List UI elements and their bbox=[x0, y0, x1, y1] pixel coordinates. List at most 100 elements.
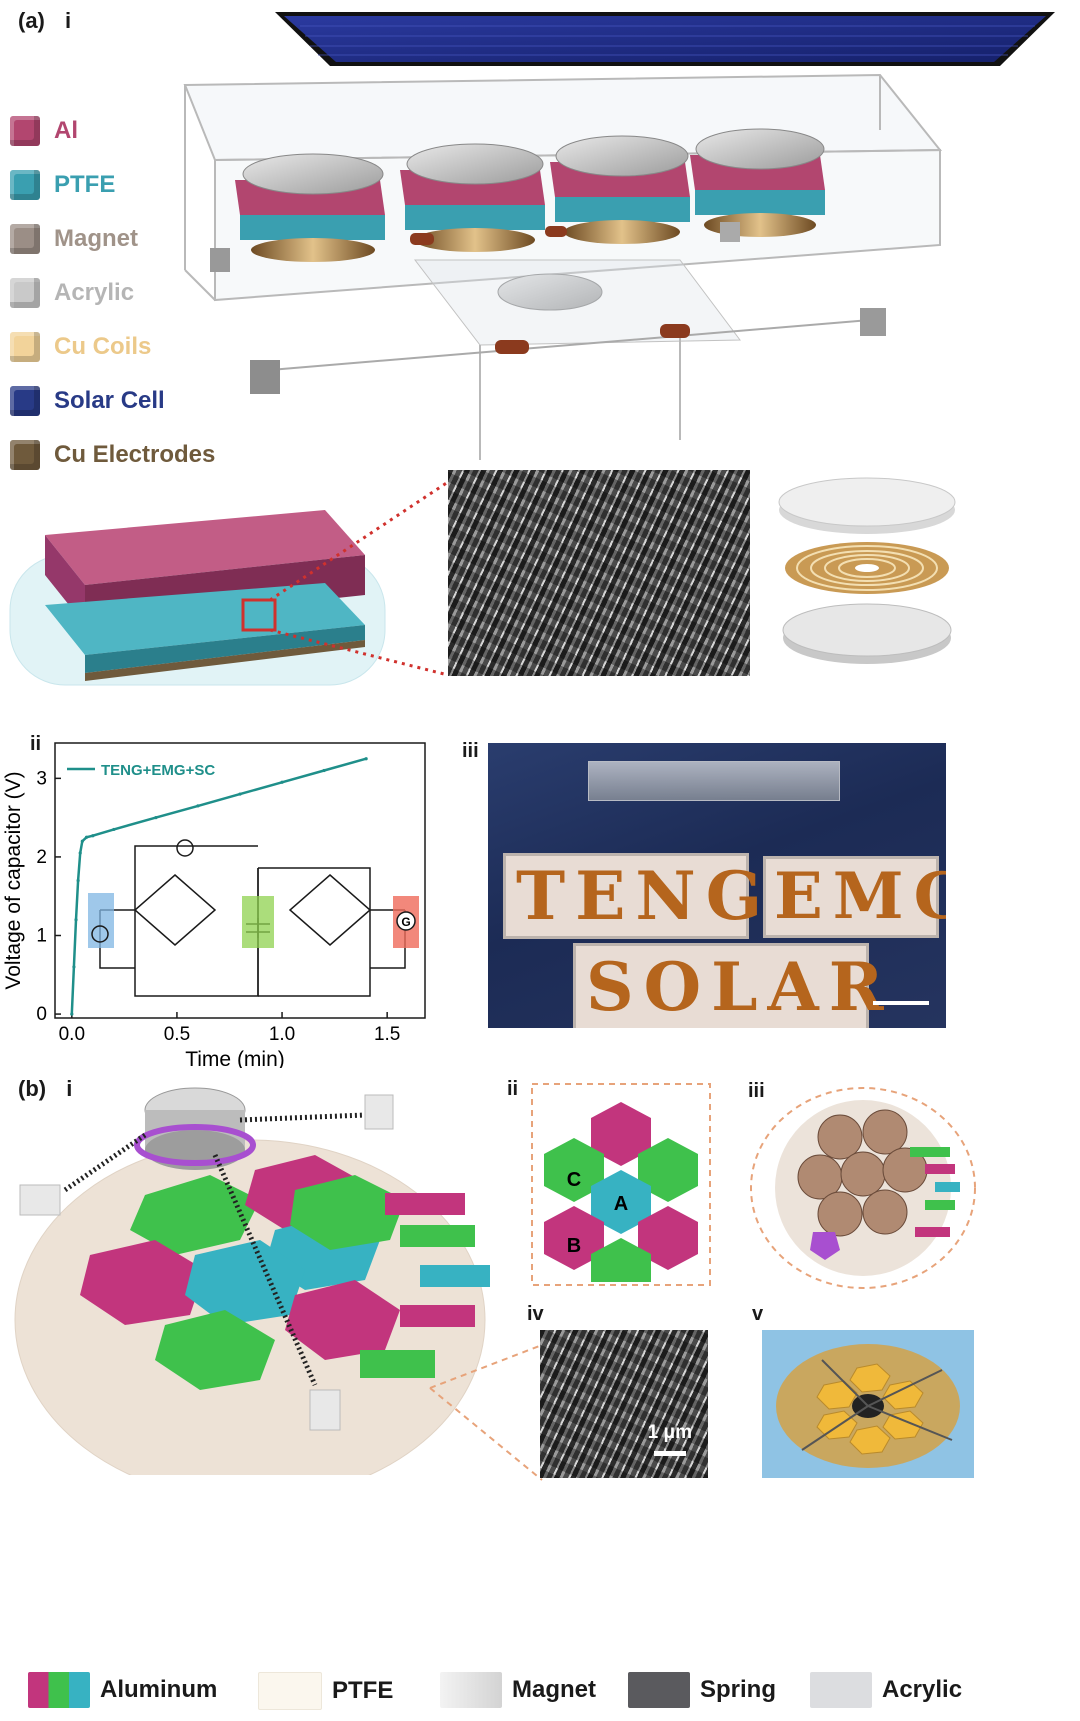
y-axis-title: Voltage of capacitor (V) bbox=[2, 771, 25, 989]
x-axis-title: Time (min) bbox=[185, 1048, 285, 1068]
data-point bbox=[112, 827, 116, 832]
ptfe-swatch bbox=[10, 170, 40, 200]
layer-structure-illustration bbox=[9, 510, 386, 686]
panel-b-label: (b) i bbox=[18, 1076, 72, 1102]
hex-label-b: B bbox=[567, 1235, 581, 1257]
data-point bbox=[364, 757, 368, 761]
data-point bbox=[154, 816, 158, 820]
generator-symbol: G bbox=[401, 915, 410, 929]
legend-item-acrylic-b: Acrylic bbox=[810, 1672, 962, 1708]
plot-frame bbox=[54, 742, 426, 1019]
panel-a-label: (a) i bbox=[18, 8, 71, 34]
legend-label-spring: Spring bbox=[700, 1676, 776, 1703]
panel-b-letter: (b) bbox=[18, 1076, 47, 1101]
x-tick-label: 0.0 bbox=[59, 1024, 85, 1045]
legend-label-al: Al bbox=[54, 117, 78, 144]
legend-label-cu-electrodes: Cu Electrodes bbox=[54, 441, 216, 468]
x-tick-label: 0.5 bbox=[164, 1024, 190, 1045]
solar-board: SOLAR bbox=[573, 943, 894, 1028]
legend-item-magnet-b: Magnet bbox=[440, 1672, 596, 1708]
data-point bbox=[322, 768, 326, 773]
emg-board: EMG bbox=[763, 856, 946, 938]
data-point bbox=[91, 834, 95, 838]
emg-word: EMG bbox=[774, 859, 946, 934]
y-tick-label: 1 bbox=[36, 926, 47, 947]
ptfe-sem-image bbox=[448, 470, 750, 676]
material-legend: Al PTFE Magnet Acrylic Cu Coils Solar Ce… bbox=[10, 104, 215, 482]
legend-item-acrylic: Acrylic bbox=[10, 266, 215, 320]
y-tick-label: 3 bbox=[36, 768, 47, 789]
panel-b-sub-i: i bbox=[66, 1076, 73, 1101]
lower-frame bbox=[210, 222, 886, 460]
magnet-b-swatch bbox=[440, 1672, 502, 1708]
legend-label-aluminum: Aluminum bbox=[100, 1676, 218, 1703]
legend-label-cu-coils: Cu Coils bbox=[54, 333, 152, 360]
legend-label: TENG+EMG+SC bbox=[101, 762, 215, 779]
solar-cell-swatch bbox=[10, 386, 40, 416]
acrylic-b-swatch bbox=[810, 1672, 872, 1708]
sem-zoom-lines bbox=[429, 1344, 543, 1481]
hex-label-a: A bbox=[614, 1193, 628, 1215]
sem-scale-label: 1 μm bbox=[647, 1422, 692, 1443]
legend-item-aluminum: Aluminum bbox=[28, 1672, 217, 1708]
legend-item-solar-cell: Solar Cell bbox=[10, 374, 215, 428]
x-tick-label: 1.5 bbox=[374, 1024, 400, 1045]
data-point bbox=[74, 918, 78, 922]
ptfe-b-swatch bbox=[258, 1672, 322, 1710]
panel-b-sub-v: v bbox=[752, 1303, 764, 1325]
hex-label-c: C bbox=[567, 1169, 581, 1191]
legend-label-acrylic: Acrylic bbox=[54, 279, 135, 306]
circuit-sources: G bbox=[88, 893, 419, 948]
panel-a-sub-iii: iii bbox=[462, 740, 479, 762]
legend-label-magnet: Magnet bbox=[54, 225, 138, 252]
teng-board: TENG bbox=[503, 853, 773, 939]
data-point bbox=[80, 839, 84, 843]
data-point bbox=[72, 965, 76, 969]
cu-coils-swatch bbox=[10, 332, 40, 362]
legend-item-cu-electrodes: Cu Electrodes bbox=[10, 428, 215, 482]
data-point bbox=[238, 792, 242, 796]
series-line-0 bbox=[70, 757, 367, 1015]
x-tick-label: 1.0 bbox=[269, 1024, 295, 1045]
panel-a-sub-ii: ii bbox=[30, 733, 42, 755]
magnet-coil-stack bbox=[778, 477, 956, 664]
teng-word: TENG bbox=[516, 857, 773, 935]
device-photo-drawing bbox=[776, 1344, 960, 1468]
acrylic-swatch bbox=[10, 278, 40, 308]
legend-label-ptfe: PTFE bbox=[54, 171, 116, 198]
zoom-lines bbox=[270, 480, 449, 677]
magnet-swatch bbox=[10, 224, 40, 254]
cu-electrodes-swatch bbox=[10, 440, 40, 470]
al-swatch bbox=[10, 116, 40, 146]
panel-b-sub-iv: iv bbox=[527, 1303, 544, 1325]
device-in-water bbox=[588, 761, 840, 801]
hexagonal-device-illustration bbox=[14, 1087, 490, 1475]
solar-cell-panel bbox=[275, 12, 1055, 66]
photo-scale-bar bbox=[873, 1001, 929, 1005]
panel-a-sub-i: i bbox=[65, 8, 72, 33]
coil-array-view bbox=[750, 1087, 976, 1289]
data-point bbox=[70, 1012, 74, 1016]
data-point bbox=[196, 804, 200, 808]
data-point bbox=[78, 851, 82, 855]
aluminum-swatch bbox=[28, 1672, 90, 1708]
legend-item-spring: Spring bbox=[628, 1672, 776, 1708]
legend-item-magnet: Magnet bbox=[10, 212, 215, 266]
data-point bbox=[76, 878, 80, 883]
sem-scale-bar bbox=[654, 1451, 686, 1456]
panel-a-letter: (a) bbox=[18, 8, 45, 33]
legend-item-ptfe: PTFE bbox=[10, 158, 215, 212]
legend-label-acrylic-b: Acrylic bbox=[882, 1676, 963, 1703]
solar-word: SOLAR bbox=[586, 948, 894, 1026]
data-point bbox=[84, 835, 89, 839]
generator-units bbox=[235, 128, 825, 262]
legend-item-cu-coils: Cu Coils bbox=[10, 320, 215, 374]
device-exploded-illustration bbox=[183, 12, 1055, 460]
legend-label-solar-cell: Solar Cell bbox=[54, 387, 165, 414]
bottom-legend: Aluminum PTFE Magnet Spring Acrylic bbox=[0, 1668, 1080, 1718]
panel-b-sub-ii: ii bbox=[507, 1078, 519, 1100]
chart-series bbox=[70, 757, 368, 1016]
y-tick-label: 2 bbox=[36, 847, 47, 868]
